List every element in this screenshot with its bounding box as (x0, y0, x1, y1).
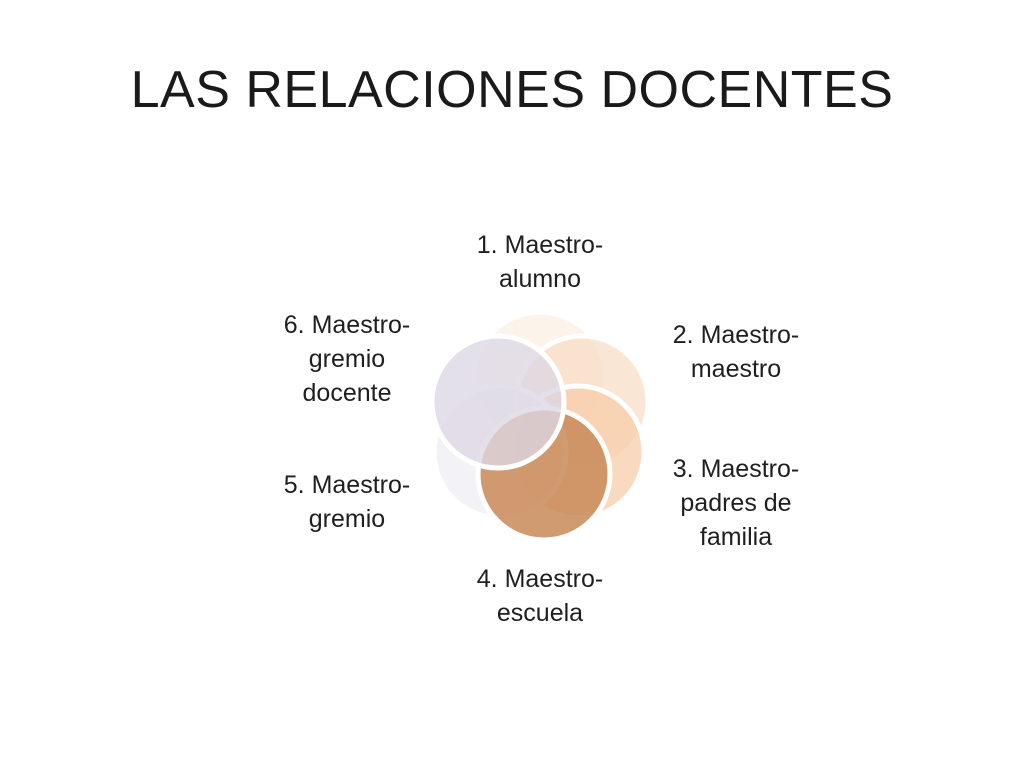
slide-title: LAS RELACIONES DOCENTES (130, 61, 894, 119)
node-label-4: 4. Maestro-escuela (476, 565, 604, 627)
node-label-5: 5. Maestro-gremio (283, 471, 411, 533)
node-label-2: 2. Maestro-maestro (672, 321, 800, 383)
node-label-1: 1. Maestro-alumno (476, 231, 604, 293)
circle-node-6 (429, 333, 567, 471)
